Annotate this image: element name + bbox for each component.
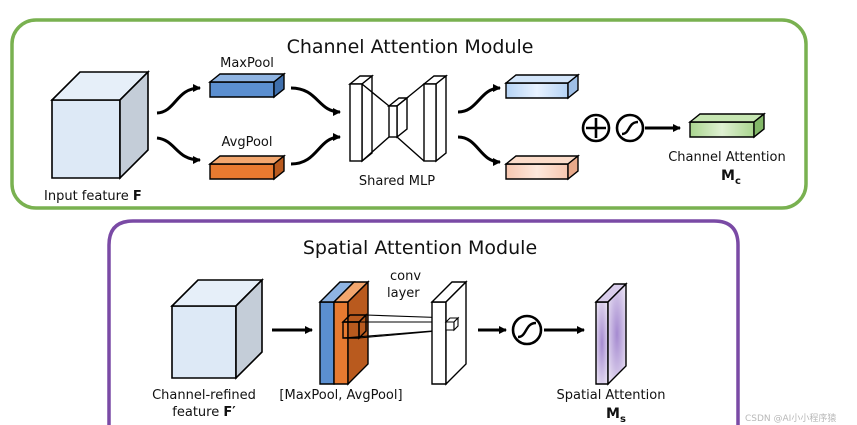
refined-feature-label-line2: feature F′ (172, 405, 236, 420)
refined-feature-label-line1: Channel-refined (152, 388, 256, 403)
arrow-maxpool-to-mlp (290, 86, 341, 116)
arrow-avgpool-to-mlp (290, 133, 341, 166)
spatial-attention-label: Spatial Attention (557, 388, 666, 403)
avgpool-label: AvgPool (222, 135, 273, 150)
spatial-sigmoid-icon (511, 314, 543, 346)
shared-mlp (348, 74, 448, 163)
arrow-mlp-to-top-output (457, 84, 501, 114)
arrow-input-to-avgpool (156, 136, 201, 164)
refined-feature-cube (170, 278, 264, 380)
conv-output-map (430, 280, 468, 386)
input-feature-label: Input feature F (44, 189, 142, 204)
pool-label: [MaxPool, AvgPool] (279, 388, 402, 403)
spatial-module-border (107, 219, 740, 425)
maxpool-label: MaxPool (220, 56, 274, 71)
channel-attention-label: Channel Attention (668, 150, 786, 165)
spatial-attention-symbol: Ms (606, 406, 626, 425)
conv-layer-label-line2: layer (387, 286, 420, 301)
arrow-input-to-maxpool (156, 84, 201, 115)
plus-icon (581, 113, 611, 143)
spatial-module-title: Spatial Attention Module (303, 237, 537, 259)
sigmoid-icon (615, 113, 645, 143)
mlp-output-avgpool-vector (504, 154, 580, 181)
channel-attention-map (688, 112, 766, 139)
channel-module-border (10, 18, 808, 210)
watermark: CSDN @AI小小程序猿 (745, 412, 836, 424)
avgpool-vector (208, 154, 286, 181)
conv-layer-label-line1: conv (390, 269, 421, 284)
maxpool-vector (208, 72, 286, 99)
pooled-feature-maps (318, 280, 370, 386)
channel-module-title: Channel Attention Module (287, 36, 534, 58)
channel-attention-symbol: Mc (721, 168, 741, 187)
shared-mlp-label: Shared MLP (359, 174, 435, 189)
arrow-mlp-to-bottom-output (457, 135, 501, 166)
spatial-attention-map (594, 282, 628, 386)
input-feature-cube (50, 70, 150, 180)
mlp-output-maxpool-vector (504, 73, 580, 100)
